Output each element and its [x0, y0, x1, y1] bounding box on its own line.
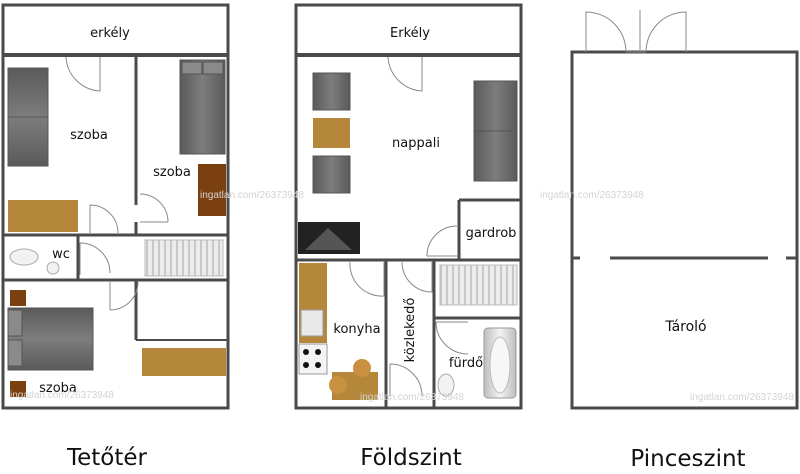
room-label-nappali: nappali [392, 136, 440, 151]
room-label-szoba: szoba [70, 128, 108, 143]
nightstand [10, 290, 26, 306]
toilet-icon [437, 373, 455, 397]
armchair [312, 155, 351, 194]
nightstand [10, 381, 26, 397]
floor-title-tetoter: Tetőtér [66, 445, 148, 471]
desk [8, 200, 78, 232]
floor-foldszint: Erkély nappali gardrob konyha közlekedő … [294, 3, 523, 471]
desk-long [142, 348, 226, 376]
room-label-kozlekedo: közlekedő [403, 298, 418, 363]
double-door-arcs [585, 10, 687, 53]
armchair [312, 72, 351, 111]
watermark: ingatlan.com/26373948 [10, 390, 114, 401]
toilet-icon [9, 248, 39, 266]
kitchen-sink-icon [300, 309, 324, 337]
watermark: ingatlan.com/26373948 [360, 392, 464, 403]
chair [353, 359, 371, 377]
coffee-table [313, 118, 350, 148]
room-label-wc: wc [52, 247, 70, 262]
room-label-konyha: konyha [333, 322, 380, 337]
room-label-erkely: erkély [90, 26, 130, 41]
watermark: ingatlan.com/26373948 [540, 190, 644, 201]
walls [570, 50, 799, 410]
door-arcs [65, 56, 169, 311]
bed [179, 59, 226, 155]
radiator [439, 264, 518, 306]
stove-icon [298, 343, 328, 375]
chair [329, 376, 347, 394]
floor-title-foldszint: Földszint [360, 445, 462, 471]
room-label-tarolo: Tároló [664, 319, 706, 335]
room-label-gardrob: gardrob [466, 226, 517, 241]
door-arcs [349, 56, 469, 397]
radiator [144, 239, 224, 277]
watermark: ingatlan.com/26373948 [200, 190, 304, 201]
room-label-furdo: fürdő [449, 356, 483, 371]
floor-title-pinceszint: Pinceszint [630, 446, 745, 472]
sink-icon [46, 261, 60, 275]
room-label-erkely: Erkély [390, 26, 430, 41]
walls [294, 3, 523, 410]
walls [1, 3, 230, 410]
floor-tetoter: erkély szoba szoba wc szoba Tetőtér [1, 3, 230, 471]
watermark: ingatlan.com/26373948 [690, 392, 794, 403]
wardrobe [198, 164, 226, 216]
watermarks: ingatlan.com/26373948 ingatlan.com/26373… [10, 190, 794, 403]
room-label-szoba: szoba [39, 381, 77, 396]
floor-pinceszint: Tároló Pinceszint [570, 10, 799, 472]
room-label-szoba: szoba [153, 165, 191, 180]
